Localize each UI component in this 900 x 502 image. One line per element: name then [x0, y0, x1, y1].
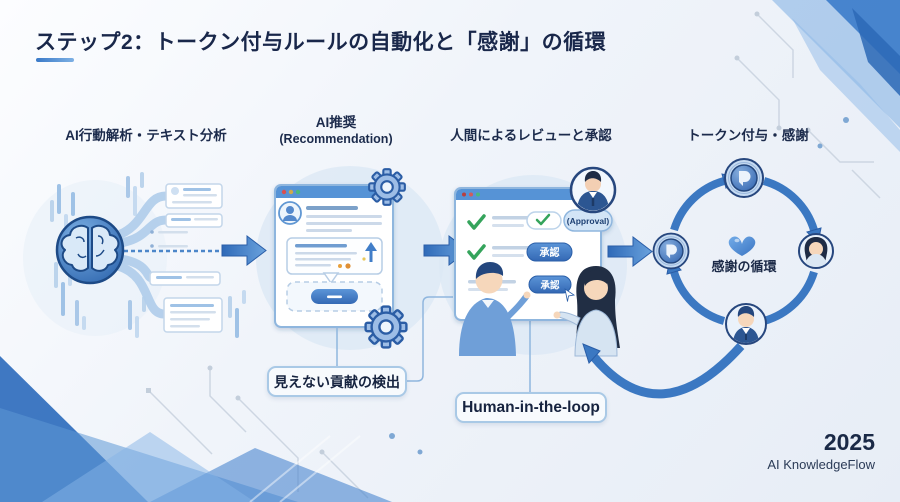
trend-up-arrow-icon — [362, 242, 377, 262]
column-header-recommendation-sub: (Recommendation) — [279, 131, 393, 146]
approve-button[interactable]: 承認 — [528, 275, 576, 302]
cycle-label: 感謝の循環 — [711, 259, 777, 274]
recommendation-window — [274, 184, 394, 328]
approve-button-label: 承認 — [540, 280, 560, 292]
analysis-cards — [149, 183, 223, 333]
brain-icon — [55, 215, 125, 285]
analysis-flow-ribbons — [111, 191, 171, 319]
suggested-action-area — [286, 281, 383, 312]
footer-year: 2025 — [823, 429, 875, 455]
recommendation-bubble — [286, 237, 383, 285]
check-icon — [467, 214, 486, 230]
gear-icon — [368, 168, 406, 206]
gratitude-cycle: 感謝の循環 — [652, 158, 834, 345]
heart-icon — [728, 236, 756, 256]
approve-button[interactable]: 承認 — [526, 242, 573, 262]
window-traffic-dots-icon — [281, 189, 301, 195]
column-header-token: トークン付与・感謝 — [687, 128, 809, 143]
facet-decoration-top-right — [772, 0, 900, 152]
window-traffic-dots-icon — [462, 192, 480, 197]
token-coin-icon — [724, 158, 764, 198]
user-avatar-icon — [278, 201, 302, 225]
column-header-review: 人間によるレビューと承認 — [450, 128, 612, 143]
gear-icon — [364, 305, 408, 349]
cycle-avatar-female — [798, 233, 834, 269]
circuit-decoration-top-right — [734, 11, 881, 199]
token-coin-icon — [652, 232, 690, 270]
approve-button-label: 承認 — [540, 246, 560, 259]
slide-footer: 2025 AI KnowledgeFlow — [767, 429, 875, 473]
column-header-recommendation: AI推奨 (Recommendation) — [279, 115, 392, 148]
loopback-arrow-icon — [582, 342, 745, 399]
approved-check-pill — [526, 211, 562, 230]
reviewer-person-male — [459, 262, 531, 356]
callout-human-in-the-loop: Human-in-the-loop — [455, 392, 607, 423]
check-icon — [467, 244, 486, 260]
page-title: ステップ2：トークン付与ルールの自動化と「感謝」の循環 — [35, 31, 607, 54]
reviewer-avatar — [569, 166, 617, 214]
approval-tag-pill: (Approval) — [563, 209, 613, 232]
analysis-bars — [50, 172, 246, 338]
cursor-icon — [564, 288, 576, 302]
facet-decoration-bottom-left — [0, 356, 392, 502]
callout-connectors — [336, 296, 531, 392]
title-underline — [36, 58, 74, 62]
column-header-recommendation-main: AI推奨 — [315, 115, 357, 130]
footer-brand: AI KnowledgeFlow — [767, 457, 875, 473]
cycle-arcs — [670, 177, 818, 325]
callout-invisible-contribution: 見えない貢献の検出 — [267, 366, 407, 397]
approval-tag-label: (Approval) — [567, 216, 610, 226]
check-icon — [535, 213, 551, 226]
cycle-avatar-male — [725, 303, 767, 345]
column-header-analysis: AI行動解析・テキスト分析 — [65, 128, 227, 143]
